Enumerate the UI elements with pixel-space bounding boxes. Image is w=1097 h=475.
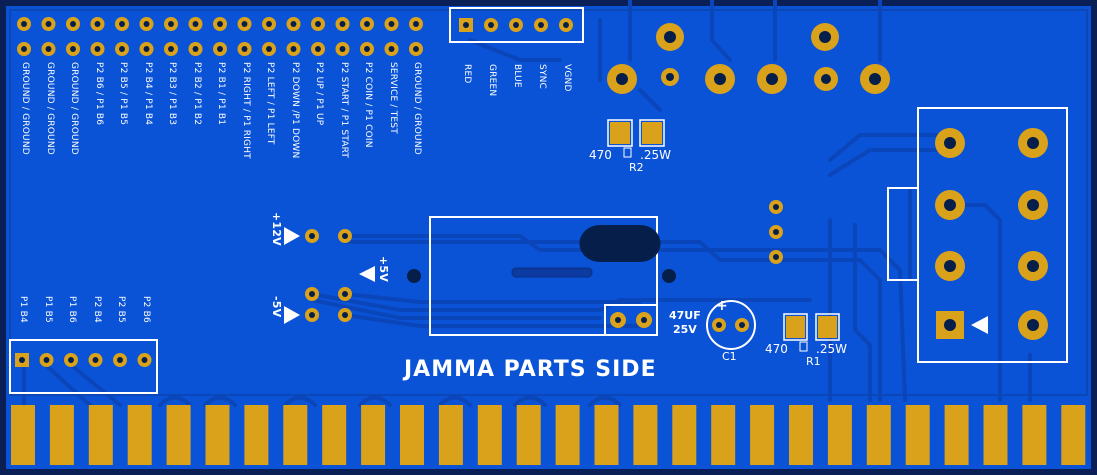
header-label: P2 B2 / P1 B2 [191,62,202,126]
header-label: GROUND / GROUND [20,62,30,155]
r2-ref: R2 [629,161,644,174]
pin1-arrow-icon [971,316,988,334]
edge-finger [516,405,541,465]
c1-polarity: + [716,298,728,314]
video-label: SYNC [537,64,547,90]
header-label: GROUND / GROUND [412,62,422,155]
header-label: P2 COIN / P1 COIN [363,62,373,148]
header-label: P2 B3 / P1 B3 [167,62,177,126]
edge-finger [1061,405,1086,465]
r2-value: 470 [589,148,612,162]
video-label: BLUE [512,64,522,88]
kick-header-outline [9,339,158,394]
edge-finger [283,405,308,465]
kick-label: P2 B6 [140,296,151,323]
kick-label: P2 B4 [91,296,102,323]
power-pins [284,227,652,328]
edge-finger [905,405,930,465]
header-label: P2 UP / P1 UP [314,62,324,126]
r2-power: .25W [640,148,671,162]
header-label: P2 B1 / P1 B1 [216,62,226,126]
header-label: SERVICE / TEST [387,62,398,134]
kick-label: P1 B6 [67,296,77,323]
resistor-r2 [607,119,665,158]
resistor-r1 [783,313,840,352]
edge-finger [322,405,347,465]
c1-voltage: 25V [673,323,697,336]
label-12v: +12V [270,212,283,246]
video-header [449,7,584,43]
edge-finger [49,405,74,465]
video-header-outline [449,7,584,43]
c1-value: 47UF [669,309,701,322]
header-label: P2 RIGHT / P1 RIGHT [240,62,251,159]
edge-finger [205,405,230,465]
video-label: VGND [562,64,572,92]
arrow-m5v-icon [284,306,300,324]
c1-ref: C1 [722,350,737,363]
r1-ref: R1 [806,355,821,368]
arrow-12v-icon [284,227,300,245]
edge-finger [672,405,697,465]
top-connector-pads [607,23,890,94]
arrow-5v-icon [359,266,375,282]
power-header-right [887,107,1068,363]
video-label: RED [462,64,472,84]
kick-label: P2 B5 [116,296,126,323]
edge-finger [594,405,619,465]
kick-label: P1 B4 [18,296,28,323]
edge-finger [983,405,1008,465]
edge-finger [11,405,35,465]
kick-label: P1 B5 [42,296,53,323]
edge-finger [711,405,736,465]
header-label: P2 LEFT / P1 LEFT [265,62,275,145]
edge-finger [438,405,463,465]
board-title: JAMMA PARTS SIDE [404,357,657,382]
edge-finger [88,405,113,465]
edge-finger [633,405,658,465]
header-label: GROUND / GROUND [69,62,79,155]
r1-value: 470 [765,342,788,356]
edge-finger [750,405,775,465]
three-pin-header [769,200,783,264]
regulator-footprint [407,216,676,336]
edge-finger [827,405,852,465]
edge-finger [866,405,891,465]
header-label: P2 B6 / P1 B6 [93,62,104,126]
header-label: GROUND / GROUND [44,62,55,155]
header-label: P2 B5 / P1 B5 [118,62,128,126]
label-5v: +5V [377,256,390,282]
header-label: P2 DOWN /P1 DOWN [289,62,300,159]
edge-finger [944,405,969,465]
header-label: P2 START / P1 START [338,62,349,159]
edge-finger [477,405,502,465]
edge-finger [1022,405,1047,465]
r1-power: .25W [816,342,847,356]
kick-harness-header [9,339,158,394]
edge-finger [127,405,152,465]
edge-finger [400,405,424,465]
edge-finger [361,405,386,465]
edge-finger [555,405,580,465]
header-label: P2 B4 / P1 B4 [142,62,153,126]
edge-finger [789,405,813,465]
edge-finger [244,405,269,465]
video-label: GREEN [487,64,497,97]
capacitor-c1 [706,300,756,350]
edge-finger [166,405,191,465]
edge-connector [11,405,1086,465]
label-m5v: -5V [270,296,283,318]
top-header-pins [17,17,423,56]
